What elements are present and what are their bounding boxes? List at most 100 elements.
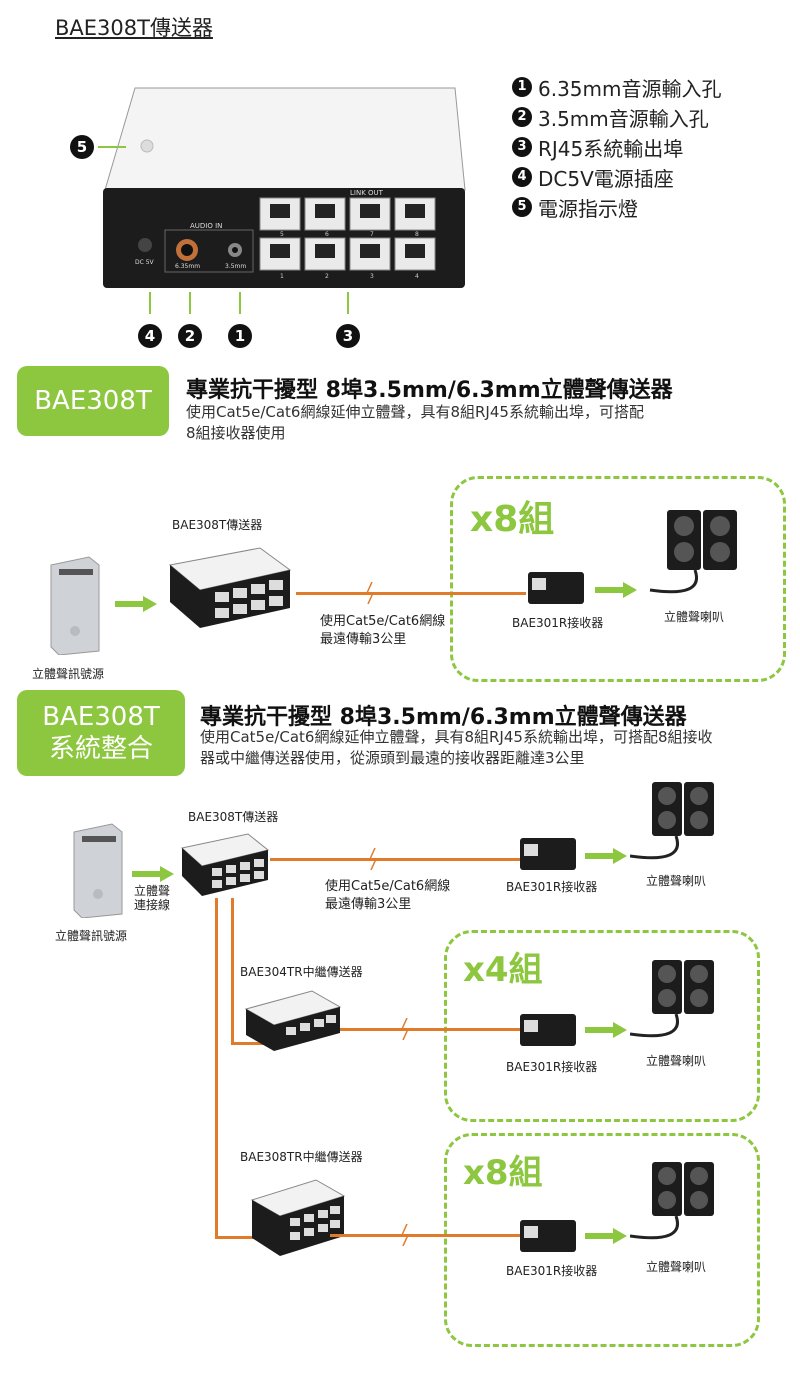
cable-label-line1: 使用Cat5e/Cat6網線 — [325, 879, 451, 894]
page-title: BAE308T傳送器 — [55, 16, 213, 40]
arrow-right-icon — [115, 596, 157, 612]
relay1-label: BAE304TR中繼傳送器 — [240, 965, 363, 979]
jack-35-label: 3.5mm — [225, 263, 246, 270]
legend-item-4: 4 DC5V電源插座 — [512, 162, 722, 192]
legend-number: 3 — [512, 137, 532, 157]
pc-tower-icon — [73, 823, 123, 918]
port-number-top: 8 — [415, 231, 419, 238]
port-number-top: 6 — [325, 231, 329, 238]
receiver-device-icon — [520, 838, 576, 870]
jack-635-label: 6.35mm — [175, 263, 200, 270]
section1-desc-line1: 使用Cat5e/Cat6網線延伸立體聲，具有8組RJ45系統輸出埠，可搭配 — [186, 403, 644, 421]
section2-heading: 專業抗干擾型 8埠3.5mm/6.3mm立體聲傳送器 — [200, 705, 687, 730]
pc-tower-icon — [50, 556, 100, 655]
cable-conn-line1: 立體聲 — [134, 884, 171, 898]
port-legend: 1 6.35mm音源輸入孔 2 3.5mm音源輸入孔 3 RJ45系統輸出埠 4… — [512, 72, 722, 222]
legend-text: DC5V電源插座 — [538, 166, 674, 191]
speaker-label: 立體聲喇叭 — [664, 610, 725, 624]
cable-label-line1: 使用Cat5e/Cat6網線 — [320, 614, 446, 629]
model-badge: BAE308T — [17, 366, 169, 436]
speaker-icon — [630, 782, 714, 860]
legend-item-1: 1 6.35mm音源輸入孔 — [512, 72, 722, 102]
relay2-device-icon — [250, 1179, 346, 1256]
legend-text: 電源指示燈 — [538, 196, 638, 221]
port-number-top: 5 — [280, 231, 284, 238]
callout-4: 4 — [138, 324, 162, 348]
port-number-bottom: 1 — [280, 273, 284, 280]
trunk-branch — [215, 1236, 255, 1239]
transmitter-device-icon — [168, 547, 292, 628]
callout-line-2 — [189, 292, 191, 314]
callout-line-1 — [239, 292, 241, 314]
receiver-label: BAE301R接收器 — [506, 880, 598, 894]
relay2-label: BAE308TR中繼傳送器 — [240, 1150, 363, 1164]
receiver-label: BAE301R接收器 — [506, 1060, 598, 1074]
cable-line — [340, 1028, 520, 1031]
legend-number: 4 — [512, 167, 532, 187]
dc5v-label: DC 5V — [135, 259, 155, 266]
cable-conn-line2: 連接線 — [134, 898, 171, 912]
legend-text: RJ45系統輸出埠 — [538, 136, 684, 161]
legend-item-3: 3 RJ45系統輸出埠 — [512, 132, 722, 162]
speaker-icon — [649, 510, 737, 594]
badge-text: BAE308T — [42, 702, 160, 732]
lightning-icon — [400, 1224, 410, 1246]
legend-number: 5 — [512, 197, 532, 217]
trunk-line — [231, 898, 234, 1044]
source-label: 立體聲訊號源 — [32, 667, 105, 681]
multiplier-label: x8組 — [470, 499, 555, 540]
section2-desc-line2: 器或中繼傳送器使用，從源頭到最遠的接收器距離達3公里 — [200, 749, 585, 767]
callout-2: 2 — [178, 324, 202, 348]
callout-line-3 — [347, 292, 349, 314]
speaker-label: 立體聲喇叭 — [646, 874, 707, 888]
transmitter-device-icon — [180, 833, 270, 896]
relay2-group-box — [444, 1133, 760, 1347]
cable-label-line2: 最遠傳輸3公里 — [320, 632, 407, 647]
legend-item-5: 5 電源指示燈 — [512, 192, 722, 222]
speaker-label: 立體聲喇叭 — [646, 1260, 707, 1274]
cable-line — [296, 592, 526, 595]
transmitter-label: BAE308T傳送器 — [188, 810, 279, 824]
speaker-icon — [630, 1162, 714, 1240]
legend-text: 6.35mm音源輸入孔 — [538, 76, 722, 101]
trunk-line — [215, 898, 218, 1238]
port-number-bottom: 4 — [415, 273, 419, 280]
arrow-right-icon — [132, 866, 174, 882]
relay1-multiplier: x4組 — [463, 950, 543, 990]
lightning-icon — [368, 848, 378, 870]
source-label: 立體聲訊號源 — [55, 929, 128, 943]
lightning-icon — [400, 1018, 410, 1040]
trunk-branch — [231, 1042, 277, 1045]
section1-desc-line2: 8組接收器使用 — [186, 424, 286, 442]
port-number-bottom: 2 — [325, 273, 329, 280]
cable-label-line2: 最遠傳輸3公里 — [325, 897, 412, 912]
transmitter-label: BAE308T傳送器 — [172, 518, 263, 532]
badge-text: BAE308T — [34, 386, 152, 416]
cable-line — [330, 1234, 520, 1237]
section2-desc-line1: 使用Cat5e/Cat6網線延伸立體聲，具有8組RJ45系統輸出埠，可搭配8組接… — [200, 728, 713, 746]
relay1-group-box — [444, 930, 760, 1122]
lightning-icon — [365, 582, 375, 604]
audio-in-label: AUDIO IN — [190, 222, 222, 230]
receiver-group-box — [450, 476, 786, 682]
relay2-multiplier: x8組 — [463, 1153, 543, 1193]
system-badge: BAE308T 系統整合 — [17, 690, 185, 776]
arrow-right-icon — [585, 848, 627, 864]
speaker-icon — [630, 960, 714, 1038]
callout-1: 1 — [228, 324, 252, 348]
arrow-right-icon — [585, 1228, 627, 1244]
receiver-device-icon — [520, 1014, 576, 1046]
legend-number: 2 — [512, 107, 532, 127]
arrow-right-icon — [595, 582, 637, 598]
receiver-device-icon — [528, 572, 584, 604]
link-out-label: LINK OUT — [350, 189, 384, 197]
receiver-device-icon — [520, 1220, 576, 1252]
arrow-right-icon — [585, 1022, 627, 1038]
callout-line-4 — [149, 292, 151, 314]
badge-subtext: 系統整合 — [48, 734, 153, 764]
callout-3: 3 — [336, 324, 360, 348]
speaker-label: 立體聲喇叭 — [646, 1054, 707, 1068]
callout-5: 5 — [70, 135, 94, 159]
relay1-device-icon — [244, 990, 342, 1051]
